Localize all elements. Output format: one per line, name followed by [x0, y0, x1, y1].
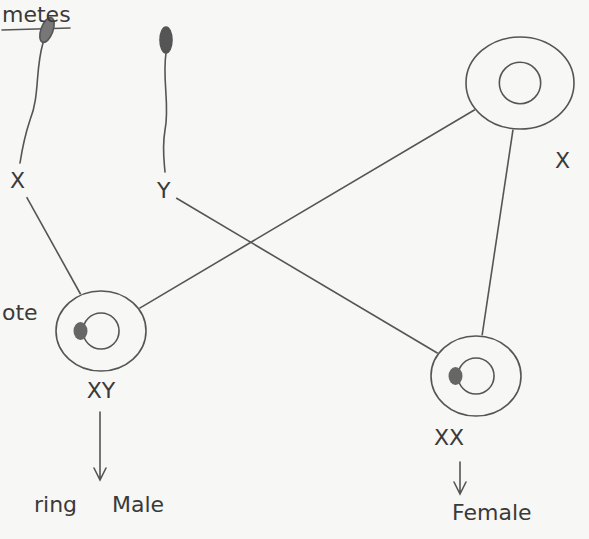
- chromosome-label: XX: [434, 425, 464, 450]
- fertilisation-line: [176, 198, 438, 353]
- sperm-tail: [163, 53, 166, 172]
- gamete-label-box: X: [6, 166, 29, 195]
- note-label: ote: [2, 300, 38, 325]
- down-arrow: [94, 412, 106, 480]
- fertilisation-line: [27, 197, 81, 294]
- gamete-label-box: Y: [153, 176, 174, 205]
- note-label: Female: [452, 500, 532, 525]
- sperm-tail: [20, 43, 43, 163]
- cell-outline: [465, 36, 575, 130]
- chromosome-label: X: [555, 148, 570, 173]
- note-label: Male: [112, 492, 164, 517]
- underline: [2, 28, 70, 30]
- cell-node: XY: [55, 290, 147, 372]
- chromosome-label: XY: [87, 378, 116, 403]
- cell-outline: [430, 335, 522, 417]
- chromosome-label: Y: [153, 176, 174, 205]
- sperm-head: [160, 27, 172, 53]
- cell-node: XX: [430, 335, 522, 417]
- cell-outline: [55, 290, 147, 372]
- chromosome-label: X: [6, 166, 29, 195]
- fertilisation-line: [139, 110, 474, 309]
- fertilisation-line: [482, 130, 513, 336]
- down-arrow: [454, 462, 466, 494]
- cell-node: X: [465, 36, 575, 130]
- note-label: metes: [2, 2, 71, 27]
- note-label: ring: [34, 492, 77, 517]
